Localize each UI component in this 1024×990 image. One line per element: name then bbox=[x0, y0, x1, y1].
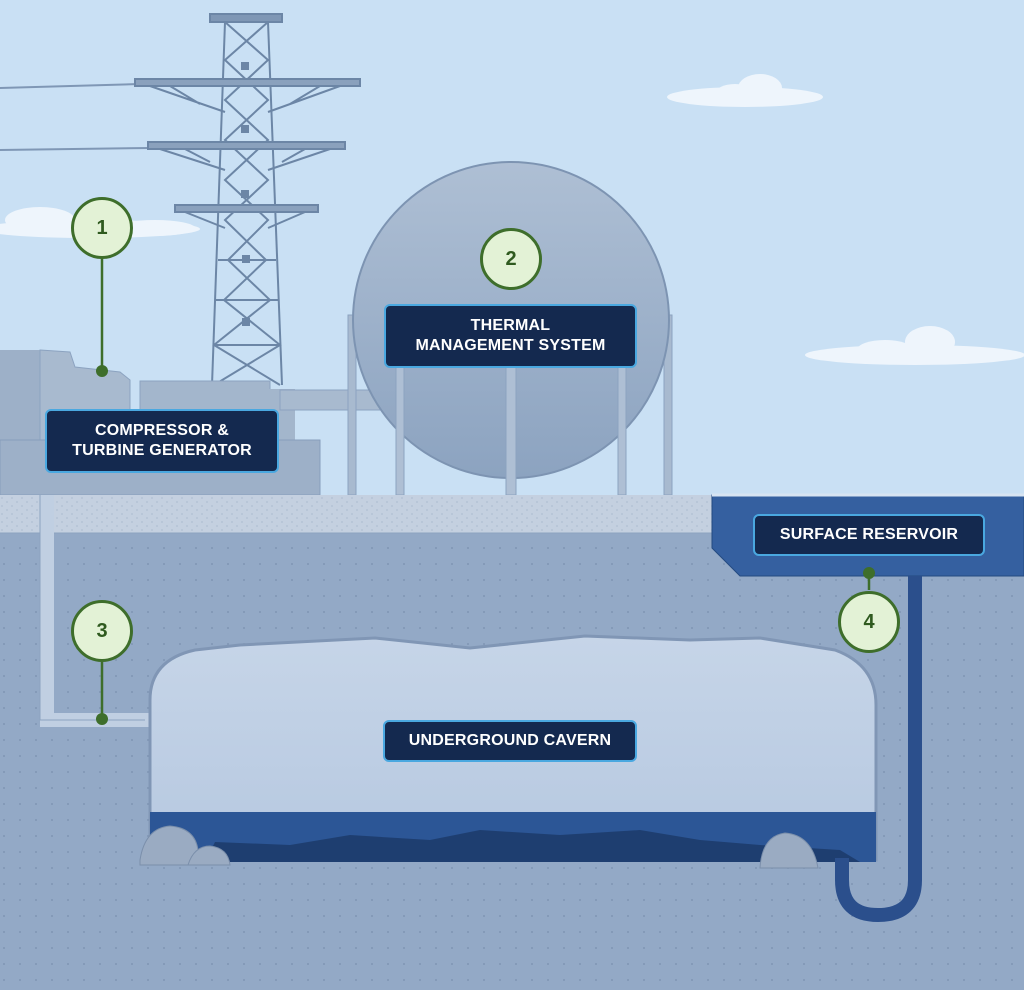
cloud-left bbox=[0, 207, 200, 238]
marker-4: 4 bbox=[838, 591, 900, 653]
power-lines bbox=[0, 83, 151, 151]
surface-speckle bbox=[0, 495, 712, 533]
transmission-tower bbox=[134, 13, 361, 386]
marker-3: 3 bbox=[71, 600, 133, 662]
marker-1: 1 bbox=[71, 197, 133, 259]
leader-dots bbox=[96, 365, 875, 725]
marker-2: 2 bbox=[480, 228, 542, 290]
label-surface-reservoir: SURFACE RESERVOIR bbox=[753, 514, 985, 556]
water-pipe bbox=[835, 576, 922, 923]
label-thermal-management-system: THERMAL MANAGEMENT SYSTEM bbox=[384, 304, 637, 368]
air-pipe bbox=[279, 389, 381, 411]
cloud-right-mid bbox=[805, 326, 1024, 365]
label-compressor-turbine-generator: COMPRESSOR & TURBINE GENERATOR bbox=[45, 409, 279, 473]
cloud-right-top bbox=[667, 74, 823, 107]
rocks bbox=[139, 825, 819, 869]
label-underground-cavern: UNDERGROUND CAVERN bbox=[383, 720, 637, 762]
